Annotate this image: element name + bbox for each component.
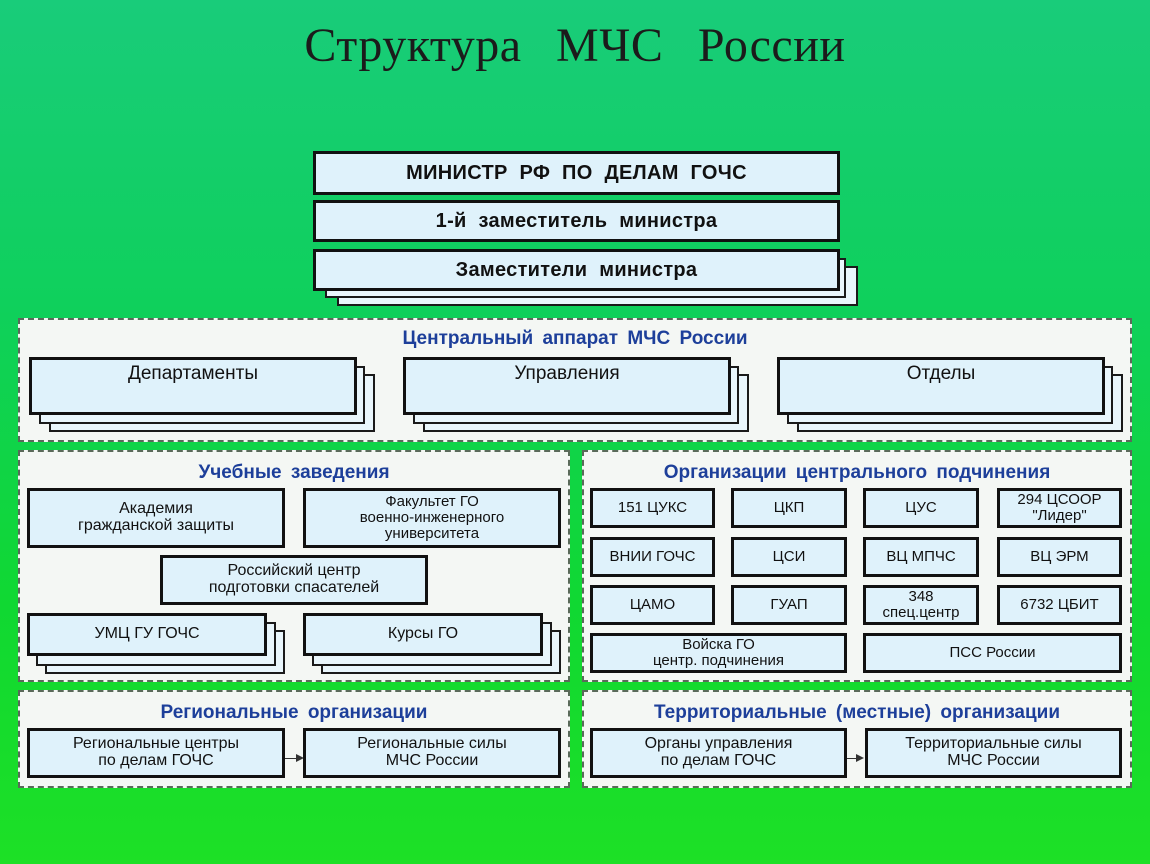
territorial-bodies-line-2: по делам ГОЧС [660,752,777,769]
regional-forces-line-2: МЧС России [385,752,479,769]
academy-line-1: Академия [119,500,193,518]
territorial-forces-line-2: МЧС России [947,752,1040,769]
education-title: Учебные заведения [198,462,390,483]
vc-erm-label: ВЦ ЭРМ [1030,548,1089,566]
troops-line-2: центр. подчинения [652,652,785,669]
vc-mpchs-box[interactable]: ВЦ МПЧС [863,537,979,577]
regional-title: Региональные организации [160,702,428,723]
sections-box[interactable]: Отделы [777,357,1105,415]
courses-box[interactable]: Курсы ГО [303,613,543,656]
page-title: Структура МЧС России [304,19,846,72]
regional-forces-line-1: Региональные силы [357,735,507,753]
territorial-arrow-line [847,758,857,759]
camo-box[interactable]: ЦАМО [590,585,715,625]
faculty-line-2: военно-инженерного [359,509,505,527]
minister-box[interactable]: МИНИСТР РФ ПО ДЕЛАМ ГОЧС [313,151,840,195]
vnii-label: ВНИИ ГОЧС [609,548,696,566]
territorial-title: Территориальные (местные) организации [653,702,1061,723]
cus-box[interactable]: ЦУС [863,488,979,528]
lider-box[interactable]: 294 ЦСООР"Лидер" [997,488,1122,528]
central-apparatus-title: Центральный аппарат МЧС России [402,328,748,349]
ckp-label: ЦКП [773,499,805,517]
courses-label: Курсы ГО [387,625,459,643]
deputies-box[interactable]: Заместители министра [313,249,840,291]
cus-label: ЦУС [905,499,937,517]
vc-erm-box[interactable]: ВЦ ЭРМ [997,537,1122,577]
umc-box[interactable]: УМЦ ГУ ГОЧС [27,613,267,656]
territorial-bodies-line-1: Органы управления [644,735,793,753]
cbit-label: 6732 ЦБИТ [1020,596,1099,614]
csi-label: ЦСИ [772,548,806,566]
academy-line-2: гражданской защиты [77,517,235,534]
umc-label: УМЦ ГУ ГОЧС [94,625,200,643]
regional-arrow-line [285,758,297,759]
guap-label: ГУАП [770,596,808,614]
territorial-arrow-head [856,754,864,762]
ckp-box[interactable]: ЦКП [731,488,847,528]
csi-box[interactable]: ЦСИ [731,537,847,577]
spec-center-line-2: спец.центр [882,604,960,621]
pss-box[interactable]: ПСС России [863,633,1122,673]
pss-label: ПСС России [949,644,1036,662]
faculty-line-3: университета [384,524,480,542]
spec-center-line-1: 348 [908,588,934,606]
lider-line-1: 294 ЦСООР [1017,491,1102,509]
cuks-label: 151 ЦУКС [617,499,688,517]
first-deputy-label: 1-й заместитель министра [435,209,718,232]
vnii-box[interactable]: ВНИИ ГОЧС [590,537,715,577]
lider-line-2: "Лидер" [1032,507,1087,524]
minister-label: МИНИСТР РФ ПО ДЕЛАМ ГОЧС [406,161,747,184]
territorial-forces-line-1: Территориальные силы [905,735,1082,753]
departments-label: Департаменты [128,363,258,384]
troops-line-1: Войска ГО [682,636,755,654]
cbit-box[interactable]: 6732 ЦБИТ [997,585,1122,625]
sections-label: Отделы [906,363,976,384]
rescue-center-line-1: Российский центр [227,562,361,580]
first-deputy-box[interactable]: 1-й заместитель министра [313,200,840,242]
regional-centers-line-1: Региональные центры [72,735,240,753]
administrations-box[interactable]: Управления [403,357,731,415]
administrations-label: Управления [514,363,620,384]
regional-arrow-head [296,754,304,762]
regional-centers-line-2: по делам ГОЧС [98,752,214,769]
rescue-center-line-2: подготовки спасателей [208,579,380,596]
central-orgs-title: Организации центрального подчинения [663,462,1051,483]
faculty-line-1: Факультет ГО [385,493,479,511]
camo-label: ЦАМО [629,596,676,614]
guap-box[interactable]: ГУАП [731,585,847,625]
vc-mpchs-label: ВЦ МПЧС [886,548,956,566]
deputies-label: Заместители министра [455,258,698,281]
cuks-box[interactable]: 151 ЦУКС [590,488,715,528]
departments-box[interactable]: Департаменты [29,357,357,415]
